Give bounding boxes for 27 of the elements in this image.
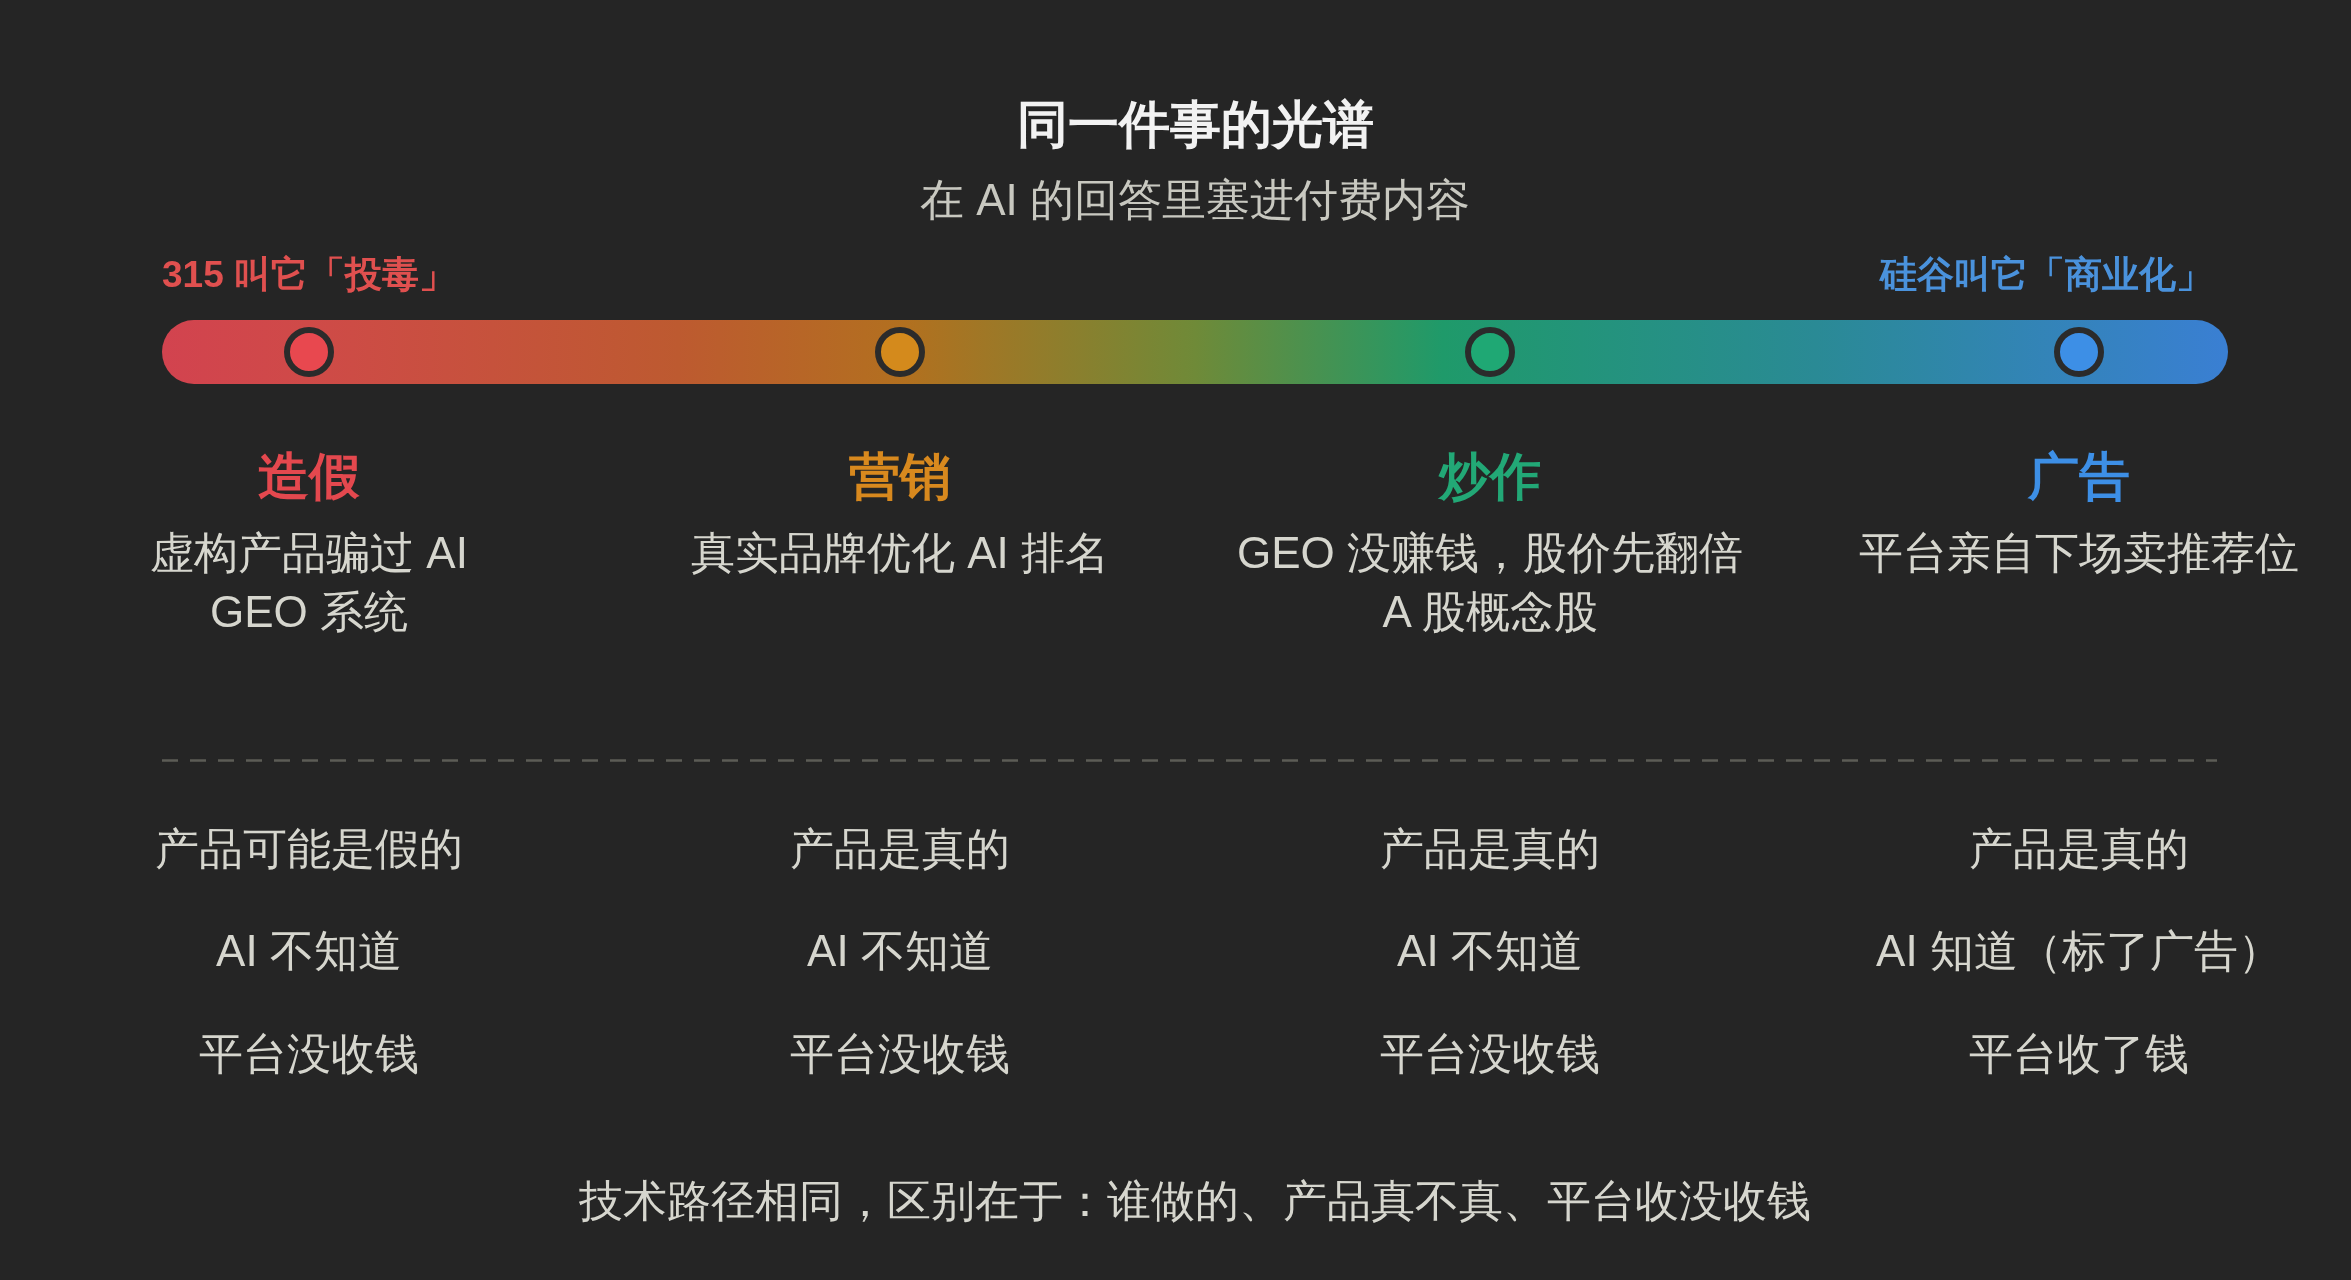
- description-text: GEO 系统: [210, 585, 408, 638]
- description-text: 虚构产品骗过 AI: [150, 526, 468, 579]
- comparison-text: 产品是真的: [1380, 822, 1600, 875]
- comparison-text: 平台收了钱: [1969, 1027, 2189, 1080]
- comparison-text: AI 不知道: [1397, 924, 1583, 977]
- comparison-text: AI 不知道: [216, 924, 402, 977]
- description-text: 平台亲自下场卖推荐位: [1859, 526, 2299, 579]
- comparison-text: 平台没收钱: [790, 1027, 1010, 1080]
- title: 同一件事的光谱: [1016, 95, 1374, 156]
- caption: 技术路径相同，区别在于：谁做的、产品真不真、平台收没收钱: [579, 1174, 1811, 1227]
- comparison-text: 产品是真的: [790, 822, 1010, 875]
- comparison-text: 产品可能是假的: [155, 822, 463, 875]
- comparison-text: AI 不知道: [807, 924, 993, 977]
- scale-end-label: 硅谷叫它「商业化」: [1880, 252, 2213, 297]
- comparison-text: 平台没收钱: [199, 1027, 419, 1080]
- description-text: A 股概念股: [1382, 585, 1598, 638]
- comparison-text: 平台没收钱: [1380, 1027, 1600, 1080]
- column-heading: 广告: [2028, 447, 2130, 508]
- column-heading: 营销: [849, 447, 951, 508]
- scale-end-label: 315 叫它「投毒」: [162, 252, 456, 297]
- comparison-text: 产品是真的: [1969, 822, 2189, 875]
- comparison-text: AI 知道（标了广告）: [1876, 924, 2282, 977]
- column-heading: 炒作: [1439, 447, 1541, 508]
- description-text: 真实品牌优化 AI 排名: [691, 526, 1109, 579]
- description-text: GEO 没赚钱，股价先翻倍: [1237, 526, 1743, 579]
- column-heading: 造假: [258, 447, 360, 508]
- subtitle: 在 AI 的回答里塞进付费内容: [920, 173, 1470, 226]
